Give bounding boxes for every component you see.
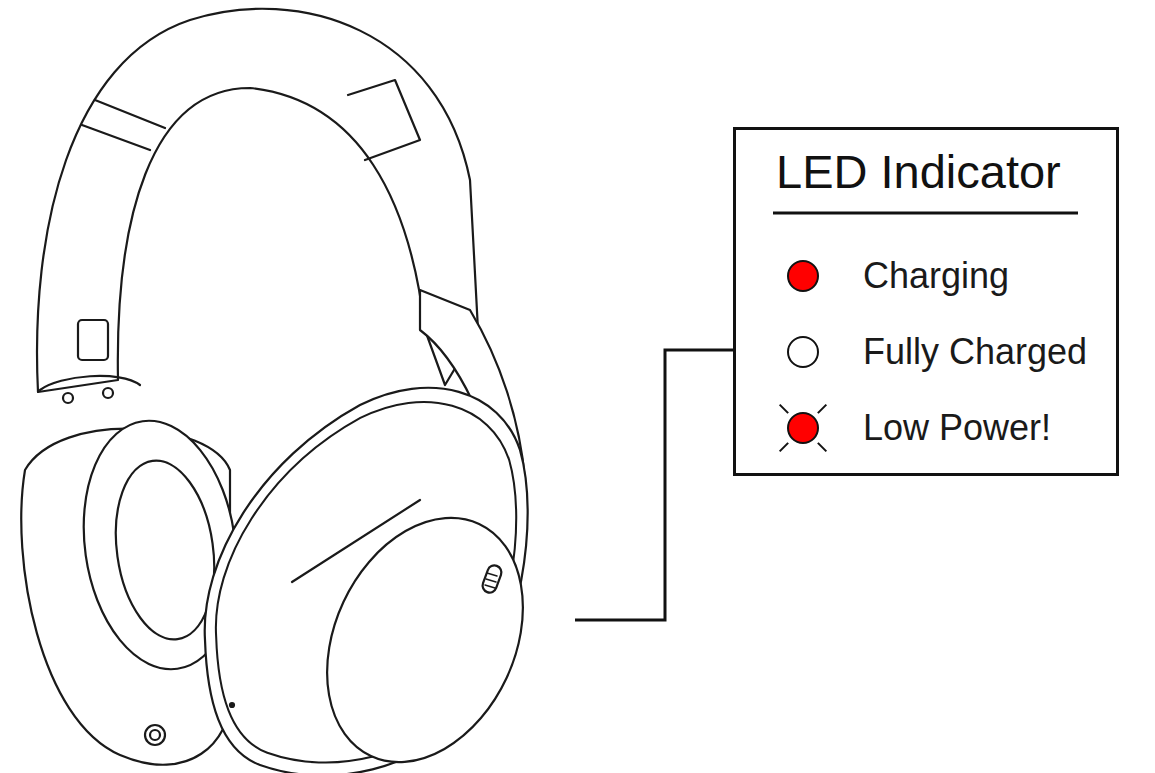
leader-line: [575, 350, 733, 620]
legend-swatch: [785, 258, 821, 294]
pivot: [103, 388, 113, 398]
mic-grille-lines: [485, 573, 497, 588]
legend-label: Low Power!: [863, 408, 1051, 448]
legend-row: Charging: [736, 256, 1116, 296]
left-yoke: [40, 376, 140, 390]
legend-swatch: [785, 334, 821, 370]
legend-box: LED IndicatorChargingFully ChargedLow Po…: [733, 127, 1119, 476]
headphone-jack-inner: [150, 730, 160, 740]
mic-grille: [481, 563, 504, 594]
slider: [78, 320, 108, 360]
legend-label: Fully Charged: [863, 332, 1087, 372]
legend-title: LED Indicator: [776, 148, 1061, 195]
title-underline: [773, 212, 1078, 215]
earcup-plate: [289, 486, 560, 773]
legend-row: Low Power!: [736, 408, 1116, 448]
pivot: [63, 393, 73, 403]
legend-label: Charging: [863, 256, 1009, 296]
legend-row: Fully Charged: [736, 332, 1116, 372]
legend-swatch: [785, 410, 821, 446]
led-dot: [230, 703, 234, 707]
headband: [37, 9, 478, 392]
headband-stripe: [82, 80, 420, 160]
headphone-jack: [145, 725, 165, 745]
